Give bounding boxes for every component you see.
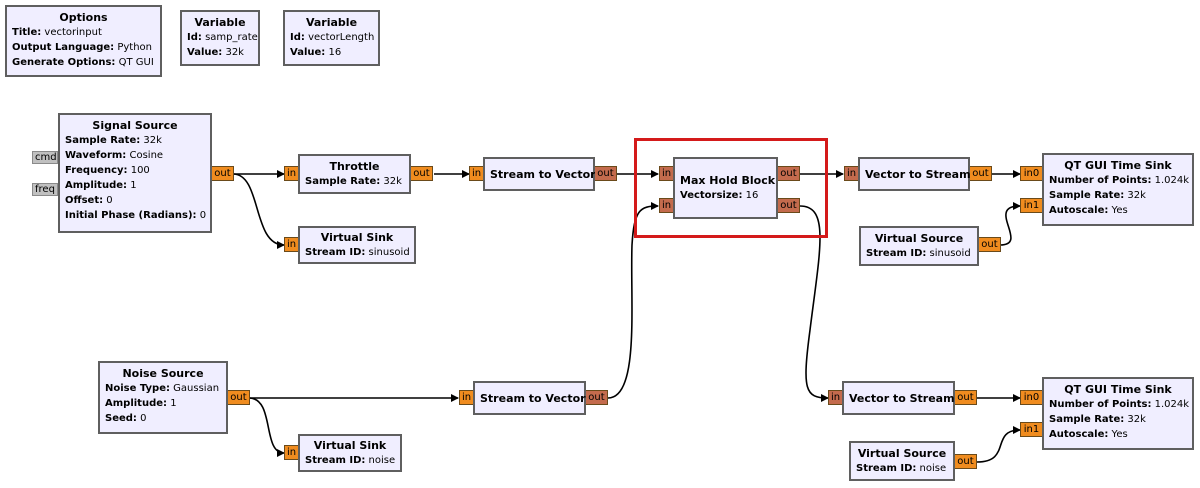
max-hold-in1-port[interactable]: in bbox=[659, 198, 673, 213]
time-sink-bottom-in0-port[interactable]: in0 bbox=[1020, 390, 1042, 405]
qt-gui-time-sink-bottom-block[interactable]: QT GUI Time Sink Number of Points: 1.024… bbox=[1042, 377, 1194, 450]
block-title: Options bbox=[59, 11, 108, 24]
throttle-block[interactable]: Throttle Sample Rate: 32k bbox=[298, 154, 411, 194]
vector-to-stream-top-out-port[interactable]: out bbox=[970, 166, 992, 181]
block-title: Stream to Vector bbox=[490, 167, 596, 181]
max-hold-in0-port[interactable]: in bbox=[659, 166, 673, 181]
block-title: Stream to Vector bbox=[480, 391, 586, 405]
param-row: Generate Options: QT GUI bbox=[12, 57, 154, 68]
param-row: Amplitude: 1 bbox=[105, 398, 177, 409]
options-block[interactable]: Options Title: vectorinput Output Langua… bbox=[5, 5, 162, 77]
noise-source-out-port[interactable]: out bbox=[228, 390, 250, 405]
block-title: Noise Source bbox=[122, 367, 204, 380]
param-row: Sample Rate: 32k bbox=[65, 135, 162, 146]
block-title: QT GUI Time Sink bbox=[1064, 159, 1172, 172]
vector-to-stream-top-in-port[interactable]: in bbox=[844, 166, 858, 181]
virtual-sink-noise-block[interactable]: Virtual Sink Stream ID: noise bbox=[298, 434, 402, 472]
wire-noise-to-vsink-noise bbox=[248, 397, 285, 457]
wire-s2v-bottom-to-maxhold bbox=[607, 202, 659, 399]
param-row: Sample Rate: 32k bbox=[1049, 190, 1146, 201]
variable-samp-rate-block[interactable]: Variable Id: samp_rate Value: 32k bbox=[180, 10, 260, 66]
param-row: Amplitude: 1 bbox=[65, 180, 137, 191]
virtual-sink-sinusoid-block[interactable]: Virtual Sink Stream ID: sinusoid bbox=[298, 226, 416, 264]
stream-to-vector-bottom-out-port[interactable]: out bbox=[586, 390, 608, 405]
param-row: Noise Type: Gaussian bbox=[105, 383, 220, 394]
time-sink-bottom-in1-port[interactable]: in1 bbox=[1020, 422, 1042, 437]
virtual-source-sinusoid-out-port[interactable]: out bbox=[979, 237, 1001, 252]
vector-to-stream-bottom-out-port[interactable]: out bbox=[955, 390, 977, 405]
signal-source-cmd-port[interactable]: cmd bbox=[32, 151, 58, 164]
param-row: Waveform: Cosine bbox=[65, 150, 164, 161]
block-title: Vector to Stream bbox=[849, 391, 955, 405]
param-row: Title: vectorinput bbox=[12, 27, 102, 38]
block-title: Signal Source bbox=[92, 119, 178, 132]
block-title: Virtual Sink bbox=[320, 231, 394, 244]
block-title: Variable bbox=[305, 16, 358, 29]
block-title: Virtual Source bbox=[874, 232, 964, 245]
param-row: Frequency: 100 bbox=[65, 165, 150, 176]
param-row: Number of Points: 1.024k bbox=[1049, 399, 1190, 410]
block-title: Variable bbox=[194, 16, 246, 29]
stream-to-vector-top-block[interactable]: Stream to Vector bbox=[483, 157, 596, 191]
param-row: Sample Rate: 32k bbox=[1049, 414, 1146, 425]
param-row: Seed: 0 bbox=[105, 413, 147, 424]
time-sink-top-in1-port[interactable]: in1 bbox=[1020, 198, 1042, 213]
max-hold-out1-port[interactable]: out bbox=[778, 198, 800, 213]
param-row: Vectorsize: 16 bbox=[680, 190, 759, 201]
param-row: Stream ID: sinusoid bbox=[866, 248, 971, 259]
block-title: Virtual Sink bbox=[313, 439, 387, 452]
param-row: Stream ID: sinusoid bbox=[305, 247, 410, 258]
param-row: Initial Phase (Radians): 0 bbox=[65, 210, 207, 221]
param-row: Autoscale: Yes bbox=[1049, 429, 1128, 440]
block-title: Vector to Stream bbox=[865, 167, 971, 181]
throttle-out-port[interactable]: out bbox=[411, 166, 433, 181]
block-title: Max Hold Block bbox=[680, 174, 776, 187]
noise-source-block[interactable]: Noise Source Noise Type: Gaussian Amplit… bbox=[98, 361, 228, 434]
param-row: Id: vectorLength bbox=[290, 32, 375, 43]
block-title: Virtual Source bbox=[857, 447, 947, 460]
param-row: Id: samp_rate bbox=[187, 32, 258, 43]
stream-to-vector-top-in-port[interactable]: in bbox=[469, 166, 483, 181]
stream-to-vector-bottom-in-port[interactable]: in bbox=[459, 390, 473, 405]
wire-vsource-sinusoid-to-timesink bbox=[999, 202, 1021, 246]
stream-to-vector-bottom-block[interactable]: Stream to Vector bbox=[473, 381, 586, 415]
qt-gui-time-sink-top-block[interactable]: QT GUI Time Sink Number of Points: 1.024… bbox=[1042, 153, 1194, 226]
param-row: Output Language: Python bbox=[12, 42, 152, 53]
throttle-in-port[interactable]: in bbox=[284, 166, 298, 181]
max-hold-highlight-box bbox=[634, 138, 828, 238]
virtual-source-noise-out-port[interactable]: out bbox=[955, 454, 977, 469]
variable-vector-length-block[interactable]: Variable Id: vectorLength Value: 16 bbox=[283, 10, 380, 66]
param-row: Stream ID: noise bbox=[305, 455, 396, 466]
param-row: Stream ID: noise bbox=[856, 463, 947, 474]
signal-source-block[interactable]: Signal Source Sample Rate: 32k Waveform:… bbox=[58, 113, 212, 233]
wire-signal-to-vsink-sinusoid bbox=[232, 173, 285, 249]
param-row: Autoscale: Yes bbox=[1049, 205, 1128, 216]
vector-to-stream-top-block[interactable]: Vector to Stream bbox=[858, 157, 971, 191]
virtual-sink-noise-in-port[interactable]: in bbox=[284, 445, 298, 460]
param-row: Number of Points: 1.024k bbox=[1049, 175, 1190, 186]
param-row: Offset: 0 bbox=[65, 195, 113, 206]
block-title: QT GUI Time Sink bbox=[1064, 383, 1172, 396]
vector-to-stream-bottom-in-port[interactable]: in bbox=[828, 390, 842, 405]
wire-vsource-noise-to-timesink bbox=[976, 426, 1021, 463]
wire-maxhold-to-v2s-bottom bbox=[799, 205, 829, 402]
time-sink-top-in0-port[interactable]: in0 bbox=[1020, 166, 1042, 181]
param-row: Sample Rate: 32k bbox=[305, 176, 402, 187]
virtual-sink-sinusoid-in-port[interactable]: in bbox=[284, 237, 298, 252]
signal-source-out-port[interactable]: out bbox=[212, 166, 234, 181]
signal-source-freq-port[interactable]: freq bbox=[32, 183, 58, 196]
vector-to-stream-bottom-block[interactable]: Vector to Stream bbox=[842, 381, 955, 415]
param-row: Value: 32k bbox=[187, 47, 244, 58]
virtual-source-noise-block[interactable]: Virtual Source Stream ID: noise bbox=[849, 441, 955, 481]
stream-to-vector-top-out-port[interactable]: out bbox=[595, 166, 617, 181]
virtual-source-sinusoid-block[interactable]: Virtual Source Stream ID: sinusoid bbox=[859, 226, 979, 266]
param-row: Value: 16 bbox=[290, 47, 342, 58]
max-hold-block[interactable]: Max Hold Block Vectorsize: 16 bbox=[673, 157, 778, 219]
max-hold-out0-port[interactable]: out bbox=[778, 166, 800, 181]
block-title: Throttle bbox=[329, 160, 380, 173]
